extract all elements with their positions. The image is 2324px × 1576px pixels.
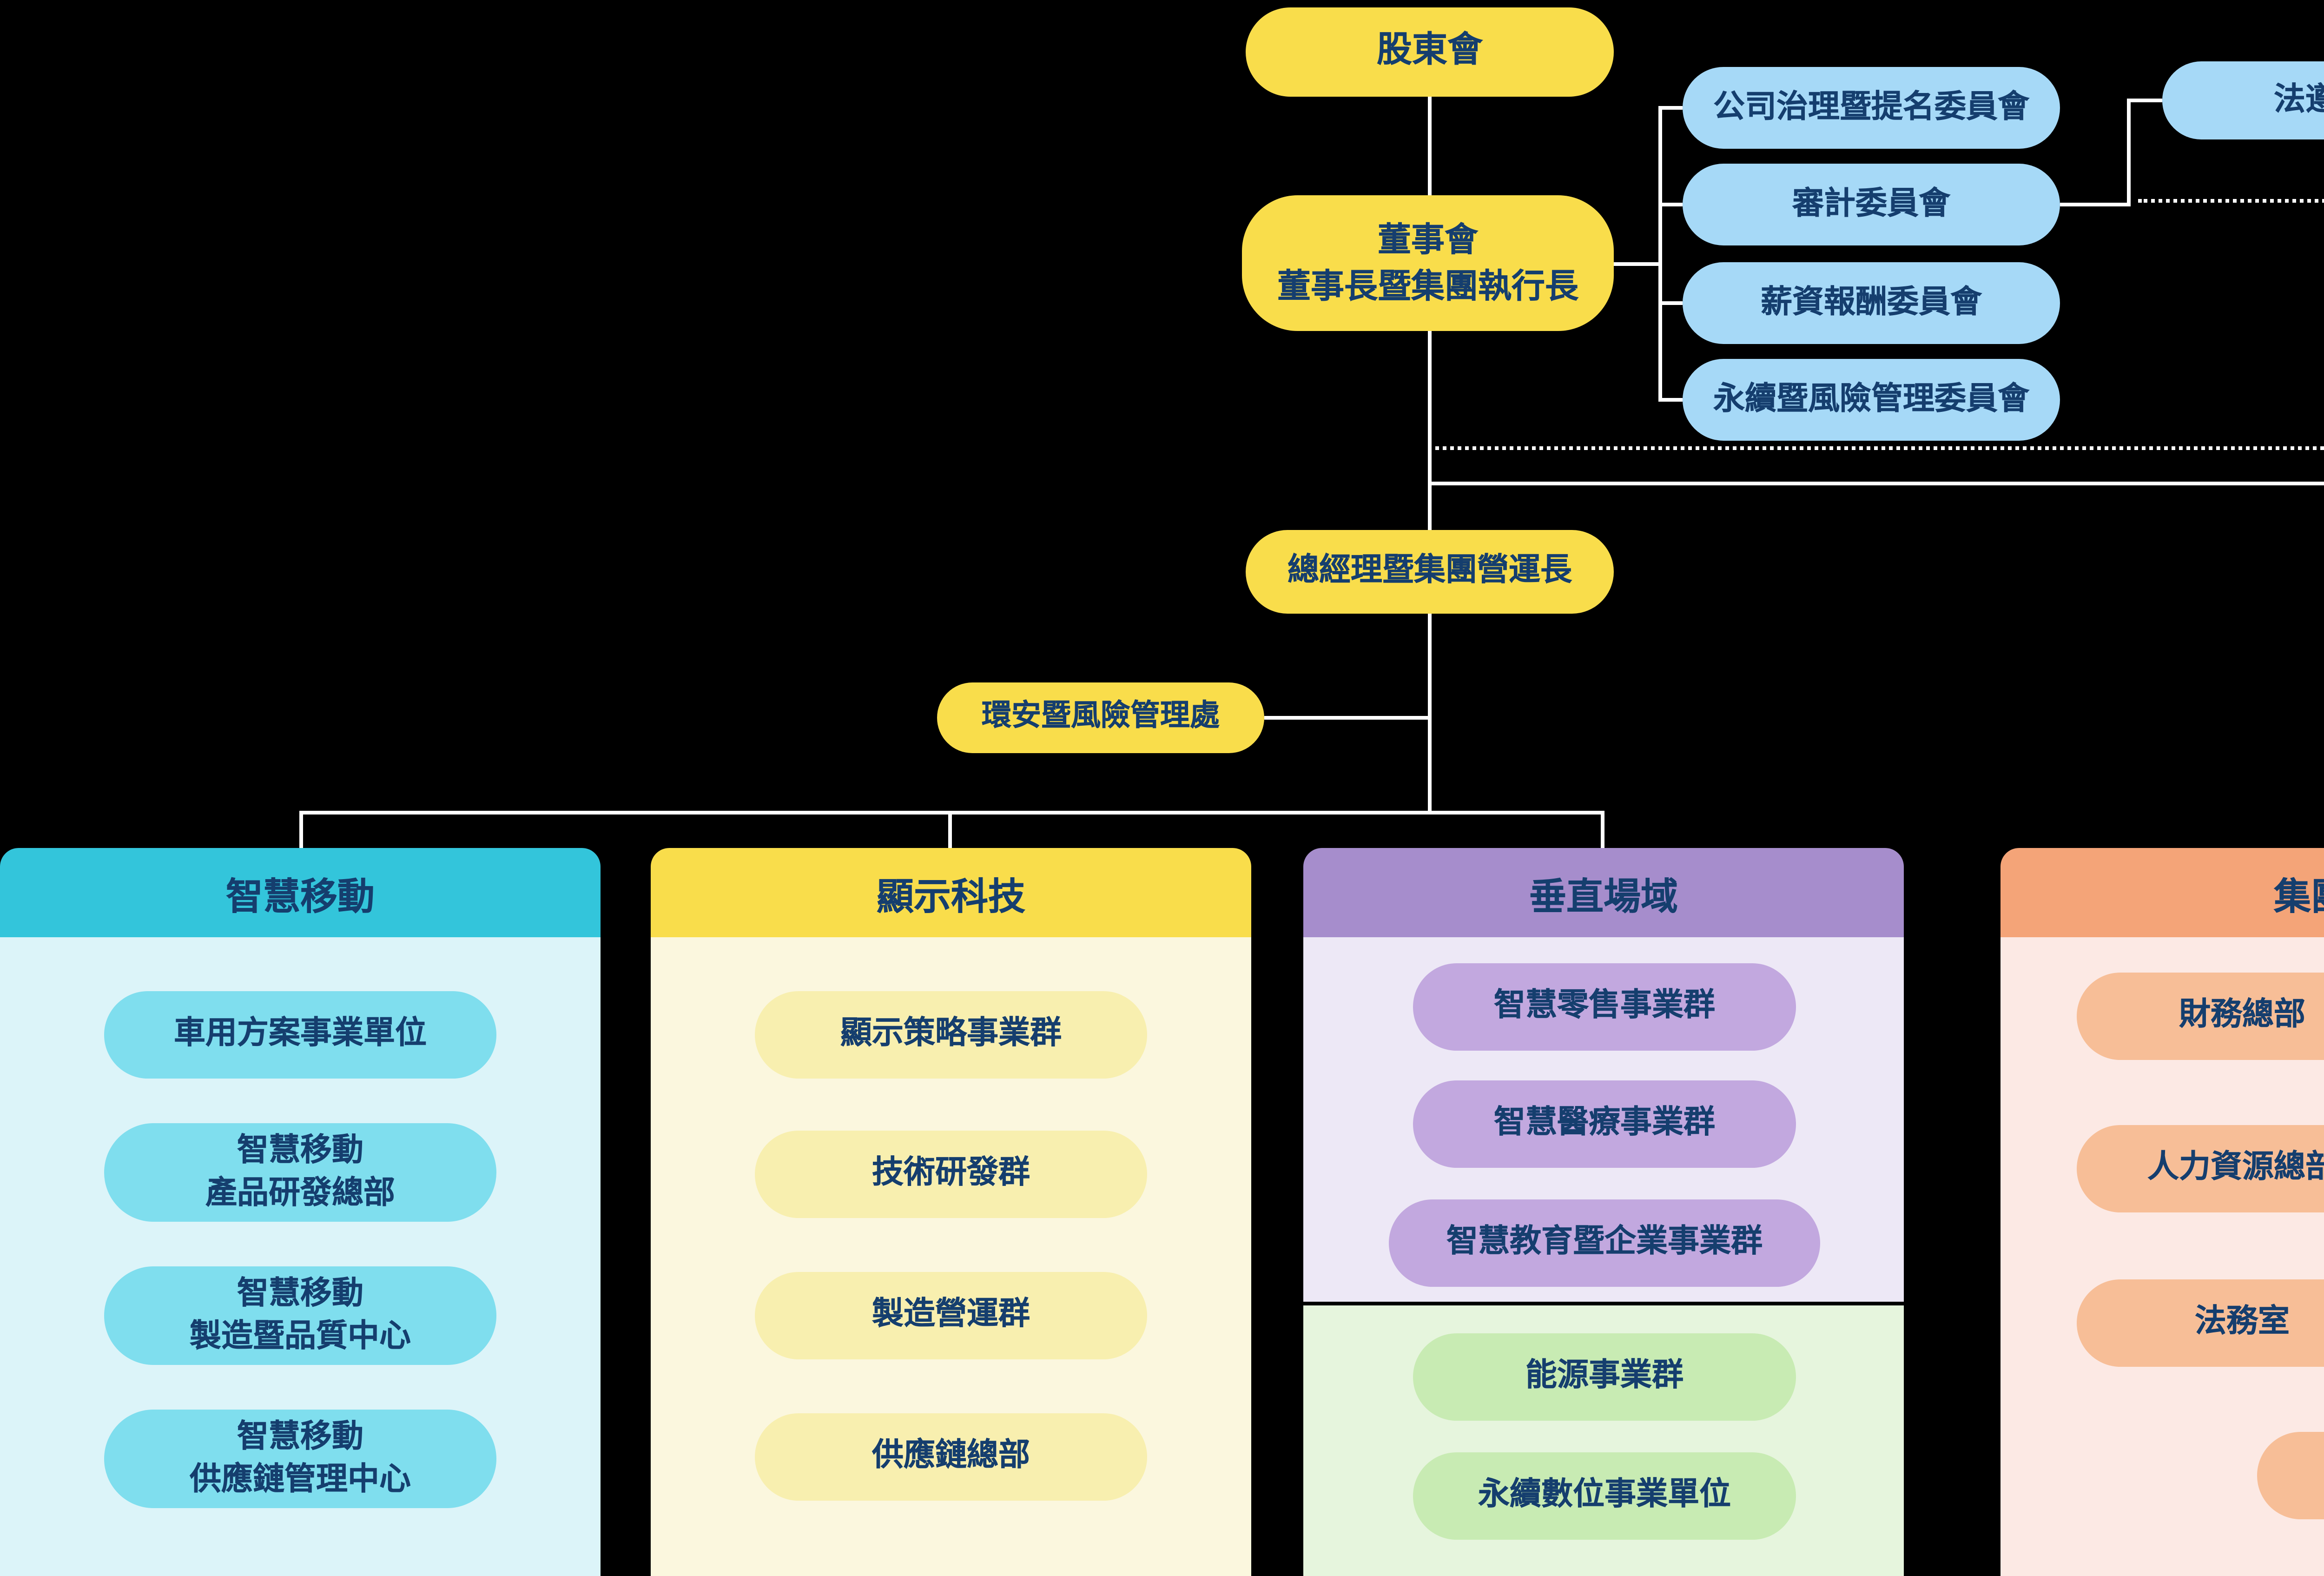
connector-ehs: [1264, 716, 1428, 720]
node-audit-office: 稽核管理處: [2257, 1432, 2324, 1519]
node-board: 董事會 董事長暨集團執行長: [1242, 195, 1614, 331]
node-hr-hq: 人力資源總部: [2077, 1125, 2324, 1212]
connector-divisions-h: [299, 811, 1604, 814]
node-mfg-operations: 製造營運群: [755, 1272, 1147, 1359]
division-smart-mobility-header: 智慧移動: [0, 848, 601, 937]
node-chief-compliance: 法遵總顧問: [2162, 61, 2324, 139]
node-ehs-risk-office: 環安暨風險管理處: [937, 682, 1264, 753]
connector-board-committees: [1614, 262, 1658, 266]
node-sm-mfg-quality: 智慧移動 製造暨品質中心: [104, 1266, 496, 1365]
connector-division-2-stub: [948, 811, 952, 848]
node-committee-audit: 審計委員會: [1683, 164, 2060, 245]
connector-board-president: [1428, 331, 1432, 530]
node-display-strategy: 顯示策略事業群: [755, 991, 1147, 1079]
connector-audit-compliance-h2: [2127, 99, 2162, 102]
node-smart-medical: 智慧醫療事業群: [1413, 1080, 1796, 1168]
node-smart-education-enterprise: 智慧教育暨企業事業群: [1389, 1199, 1820, 1287]
connector-committee-3: [1658, 301, 1683, 305]
division-support-header: 集團營運支援單位: [2000, 848, 2324, 937]
node-finance-hq: 財務總部: [2077, 973, 2324, 1060]
node-legal-office: 法務室: [2077, 1279, 2324, 1367]
node-sm-supply-chain: 智慧移動 供應鏈管理中心: [104, 1410, 496, 1508]
node-smart-retail: 智慧零售事業群: [1413, 963, 1796, 1051]
dotted-compliance-to-line: [1428, 446, 2324, 450]
node-sustainable-digital: 永續數位事業單位: [1413, 1452, 1796, 1540]
dotted-audit-right: [2138, 199, 2324, 203]
node-energy: 能源事業群: [1413, 1333, 1796, 1421]
node-tech-rd: 技術研發群: [755, 1131, 1147, 1218]
connector-president-divisions: [1428, 614, 1432, 813]
node-committee-governance: 公司治理暨提名委員會: [1683, 67, 2060, 149]
connector-committees-spine: [1658, 106, 1662, 402]
division-vertical-header: 垂直場域: [1303, 848, 1904, 937]
connector-audit-compliance-v: [2127, 99, 2131, 206]
connector-committee-1: [1658, 106, 1683, 110]
connector-committee-4: [1658, 398, 1683, 402]
connector-audit-compliance-h1: [2060, 203, 2131, 206]
node-sm-product-rd: 智慧移動 產品研發總部: [104, 1123, 496, 1222]
node-president: 總經理暨集團營運長: [1246, 530, 1614, 614]
connector-division-1-stub: [299, 811, 303, 848]
node-committee-sustainability-risk: 永續暨風險管理委員會: [1683, 359, 2060, 441]
division-display-tech-header: 顯示科技: [651, 848, 1251, 937]
node-committee-compensation: 薪資報酬委員會: [1683, 262, 2060, 344]
connector-committee-2: [1658, 203, 1683, 206]
node-supply-chain-hq: 供應鏈總部: [755, 1413, 1147, 1501]
connector-division-3-stub: [1601, 811, 1604, 848]
connector-support-branch-h: [1428, 482, 2324, 485]
node-shareholders: 股東會: [1246, 7, 1614, 97]
node-automotive-solutions: 車用方案事業單位: [104, 991, 496, 1079]
connector-shareholders-board: [1428, 97, 1432, 197]
